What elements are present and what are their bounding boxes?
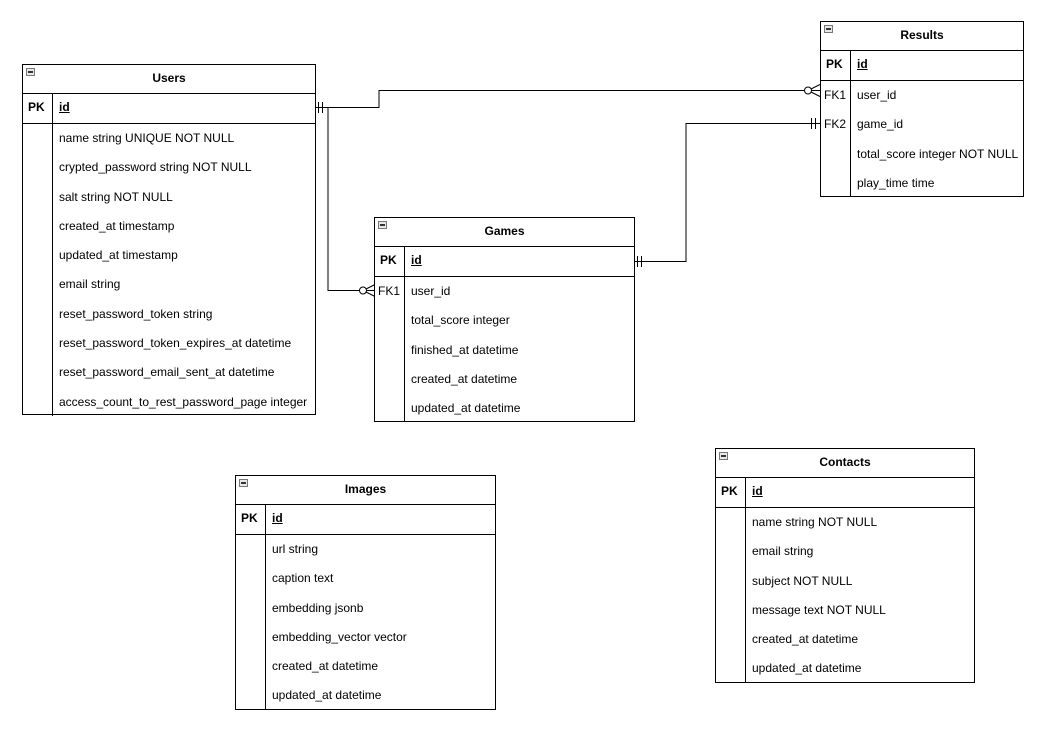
rel-users-results xyxy=(315,90,820,108)
field: created_at datetime xyxy=(411,371,518,386)
field-list: name string NOT NULL email string subjec… xyxy=(716,508,974,684)
pk-field: id xyxy=(857,57,868,71)
entity-games[interactable]: Games PK id FK1 user_id total_score inte… xyxy=(374,217,635,422)
field: total_score integer xyxy=(411,313,510,328)
entity-contacts[interactable]: Contacts PK id name string NOT NULL emai… xyxy=(715,448,975,683)
pk-label: PK xyxy=(23,94,53,123)
field: salt string NOT NULL xyxy=(59,189,173,204)
fk-label: FK2 xyxy=(824,117,847,132)
field: reset_password_token_expires_at datetime xyxy=(59,336,292,351)
field: url string xyxy=(272,542,319,556)
entity-header: Games xyxy=(375,218,634,247)
field: created_at datetime xyxy=(272,659,379,674)
field: updated_at datetime xyxy=(411,401,521,416)
fk-label: FK1 xyxy=(378,284,401,298)
field: finished_at datetime xyxy=(411,342,519,357)
entity-header: Users xyxy=(23,65,315,94)
field-list: FK1 user_id total_score integer finished… xyxy=(375,277,634,423)
pk-field: id xyxy=(59,100,70,114)
field: updated_at timestamp xyxy=(59,248,178,263)
entity-header: Images xyxy=(236,476,495,505)
primary-key-row: PK id xyxy=(716,478,974,508)
field: email string xyxy=(752,544,814,559)
key-column: FK1 FK2 xyxy=(821,81,851,196)
pk-label: PK xyxy=(716,478,746,507)
entity-results[interactable]: Results PK id FK1 FK2 user_id game_id to… xyxy=(820,21,1024,197)
field: crypted_password string NOT NULL xyxy=(59,160,252,175)
entity-users[interactable]: Users PK id name string UNIQUE NOT NULL … xyxy=(22,64,316,417)
primary-key-row: PK id xyxy=(375,247,634,277)
rel-games-results xyxy=(634,123,820,262)
fk-label: FK1 xyxy=(824,88,847,102)
entity-title: Images xyxy=(344,482,387,496)
collapse-icon[interactable] xyxy=(824,25,833,33)
field: user_id xyxy=(857,88,897,102)
pk-field: id xyxy=(752,484,763,498)
primary-key-row: PK id xyxy=(236,505,495,535)
field-list: url string caption text embedding jsonb … xyxy=(236,535,495,711)
entity-title: Users xyxy=(152,71,186,85)
collapse-icon[interactable] xyxy=(719,452,728,460)
field: access_count_to_rest_password_page integ… xyxy=(59,394,308,409)
field-list: name string UNIQUE NOT NULL crypted_pass… xyxy=(23,124,315,417)
field-list: FK1 FK2 user_id game_id total_score inte… xyxy=(821,81,1023,198)
field: reset_password_token string xyxy=(59,306,213,321)
pk-field: id xyxy=(272,511,283,525)
rel-users-games xyxy=(322,107,375,291)
field: name string NOT NULL xyxy=(752,515,878,529)
field: reset_password_email_sent_at datetime xyxy=(59,365,275,380)
field: play_time time xyxy=(857,175,935,190)
entity-title: Contacts xyxy=(819,455,871,469)
field: updated_at datetime xyxy=(272,688,382,703)
pk-label: PK xyxy=(375,247,405,276)
entity-title: Results xyxy=(900,28,944,42)
field: subject NOT NULL xyxy=(752,573,853,588)
key-column xyxy=(23,124,53,416)
key-column: FK1 xyxy=(375,277,405,421)
field: embedding_vector vector xyxy=(272,629,407,644)
collapse-icon[interactable] xyxy=(239,479,248,487)
collapse-icon[interactable] xyxy=(378,221,387,229)
entity-header: Results xyxy=(821,22,1023,51)
pk-label: PK xyxy=(236,505,266,534)
primary-key-row: PK id xyxy=(23,94,315,124)
field: game_id xyxy=(857,117,904,132)
pk-label: PK xyxy=(821,51,851,80)
field: updated_at datetime xyxy=(752,661,862,676)
collapse-icon[interactable] xyxy=(26,68,35,76)
field: caption text xyxy=(272,571,334,586)
entity-images[interactable]: Images PK id url string caption text emb… xyxy=(235,475,496,710)
entity-header: Contacts xyxy=(716,449,974,478)
field: name string UNIQUE NOT NULL xyxy=(59,131,235,145)
entity-title: Games xyxy=(484,224,525,238)
field: user_id xyxy=(411,284,451,298)
field: created_at timestamp xyxy=(59,218,175,233)
field: email string xyxy=(59,277,121,292)
key-column xyxy=(716,508,746,682)
key-column xyxy=(236,535,266,709)
field: embedding jsonb xyxy=(272,600,364,615)
field: message text NOT NULL xyxy=(752,602,886,617)
field: created_at datetime xyxy=(752,632,859,647)
pk-field: id xyxy=(411,253,422,267)
primary-key-row: PK id xyxy=(821,51,1023,81)
field: total_score integer NOT NULL xyxy=(857,146,1019,161)
